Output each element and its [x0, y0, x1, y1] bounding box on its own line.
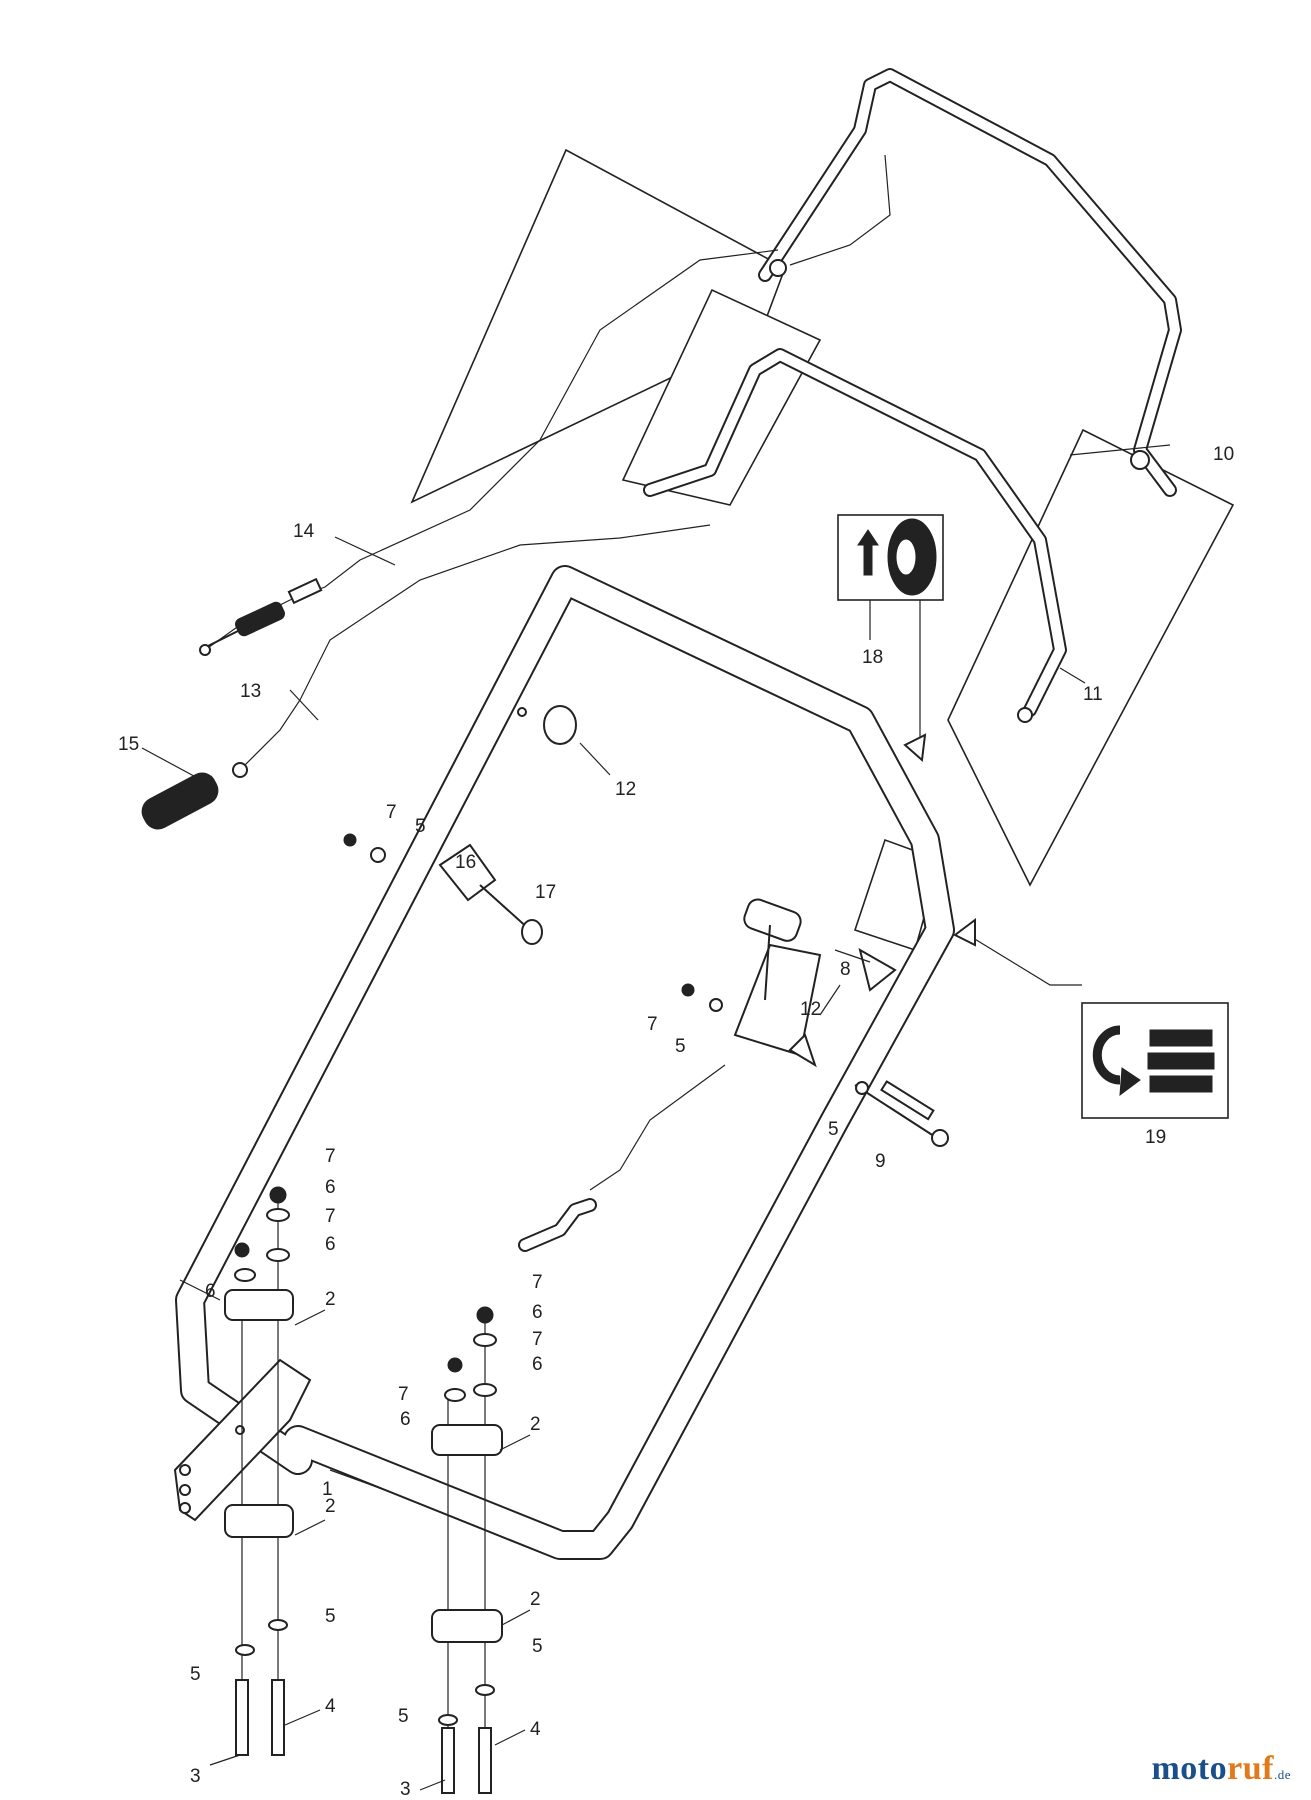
cable-guide-right — [858, 947, 897, 992]
leader-lines — [141, 444, 1171, 1791]
spring-part — [199, 577, 323, 656]
callout-7: 7 — [398, 1384, 409, 1405]
brand-logo: motoruf.de — [1151, 1750, 1291, 1788]
callout-6: 6 — [325, 1234, 336, 1255]
callout-18: 18 — [862, 647, 883, 668]
callout-3: 3 — [190, 1766, 201, 1787]
grip-sleeve — [141, 762, 248, 830]
callout-6: 6 — [325, 1177, 336, 1198]
panel-right — [947, 428, 1235, 887]
callout-1: 1 — [322, 1479, 333, 1500]
callout-12: 12 — [615, 779, 636, 800]
brand-part-1: moto — [1151, 1750, 1228, 1787]
callout-7: 7 — [325, 1146, 336, 1167]
panel-middle — [621, 288, 822, 506]
brand-part-3: .de — [1273, 1767, 1291, 1782]
cable-guide-upper — [517, 705, 577, 745]
decal-drive-wheel — [837, 514, 944, 763]
callout-3: 3 — [400, 1779, 411, 1800]
callout-5: 5 — [415, 816, 426, 837]
callout-4: 4 — [325, 1696, 336, 1717]
callout-13: 13 — [240, 681, 261, 702]
decal-brush-rotation — [953, 918, 1229, 1119]
callout-4: 4 — [530, 1719, 541, 1740]
callout-6: 6 — [205, 1281, 216, 1302]
callout-19: 19 — [1145, 1127, 1166, 1148]
callout-5: 5 — [828, 1119, 839, 1140]
callout-7: 7 — [532, 1329, 543, 1350]
callout-6: 6 — [532, 1354, 543, 1375]
callout-2: 2 — [325, 1289, 336, 1310]
callout-12: 12 — [800, 999, 821, 1020]
callout-5: 5 — [675, 1036, 686, 1057]
callout-11: 11 — [1083, 684, 1103, 705]
callout-7: 7 — [386, 802, 397, 823]
callout-5: 5 — [398, 1706, 409, 1727]
bolt-9 — [854, 1080, 949, 1147]
clamp-stack-left — [224, 1186, 294, 1756]
clamp-stack-right — [431, 1306, 503, 1794]
cable-13 — [239, 524, 711, 771]
tire-icon — [887, 518, 937, 596]
callout-labels: 1 2 2 2 2 3 3 4 4 5 5 5 5 5 5 5 6 6 6 6 … — [118, 444, 1234, 1800]
throttle-cable — [518, 1064, 726, 1252]
rotate-arrow-icon — [1092, 1025, 1141, 1097]
callout-14: 14 — [293, 521, 315, 542]
callout-5: 5 — [532, 1636, 543, 1657]
arrow-up-icon — [857, 529, 879, 576]
callout-5: 5 — [325, 1606, 336, 1627]
callout-9: 9 — [875, 1151, 886, 1172]
upper-bail-bar — [758, 68, 1182, 497]
main-handle-tube — [175, 565, 955, 1560]
clamp-plate — [343, 833, 543, 945]
callout-6: 6 — [532, 1302, 543, 1323]
callout-6: 6 — [400, 1409, 411, 1430]
brush-roller-icon — [1147, 1029, 1215, 1093]
callout-7: 7 — [325, 1206, 336, 1227]
callout-2: 2 — [530, 1414, 541, 1435]
callout-2: 2 — [325, 1496, 336, 1517]
throttle-lever — [681, 898, 822, 1068]
callout-7: 7 — [532, 1272, 543, 1293]
callout-15: 15 — [118, 734, 139, 755]
callout-7: 7 — [647, 1014, 658, 1035]
brand-part-2: ruf — [1227, 1750, 1274, 1787]
callout-5: 5 — [190, 1664, 201, 1685]
callout-8: 8 — [840, 959, 851, 980]
callout-16: 16 — [455, 852, 476, 873]
callout-10: 10 — [1213, 444, 1234, 465]
callout-17: 17 — [535, 882, 556, 903]
callout-2: 2 — [530, 1589, 541, 1610]
middle-bail-bar — [643, 348, 1067, 723]
